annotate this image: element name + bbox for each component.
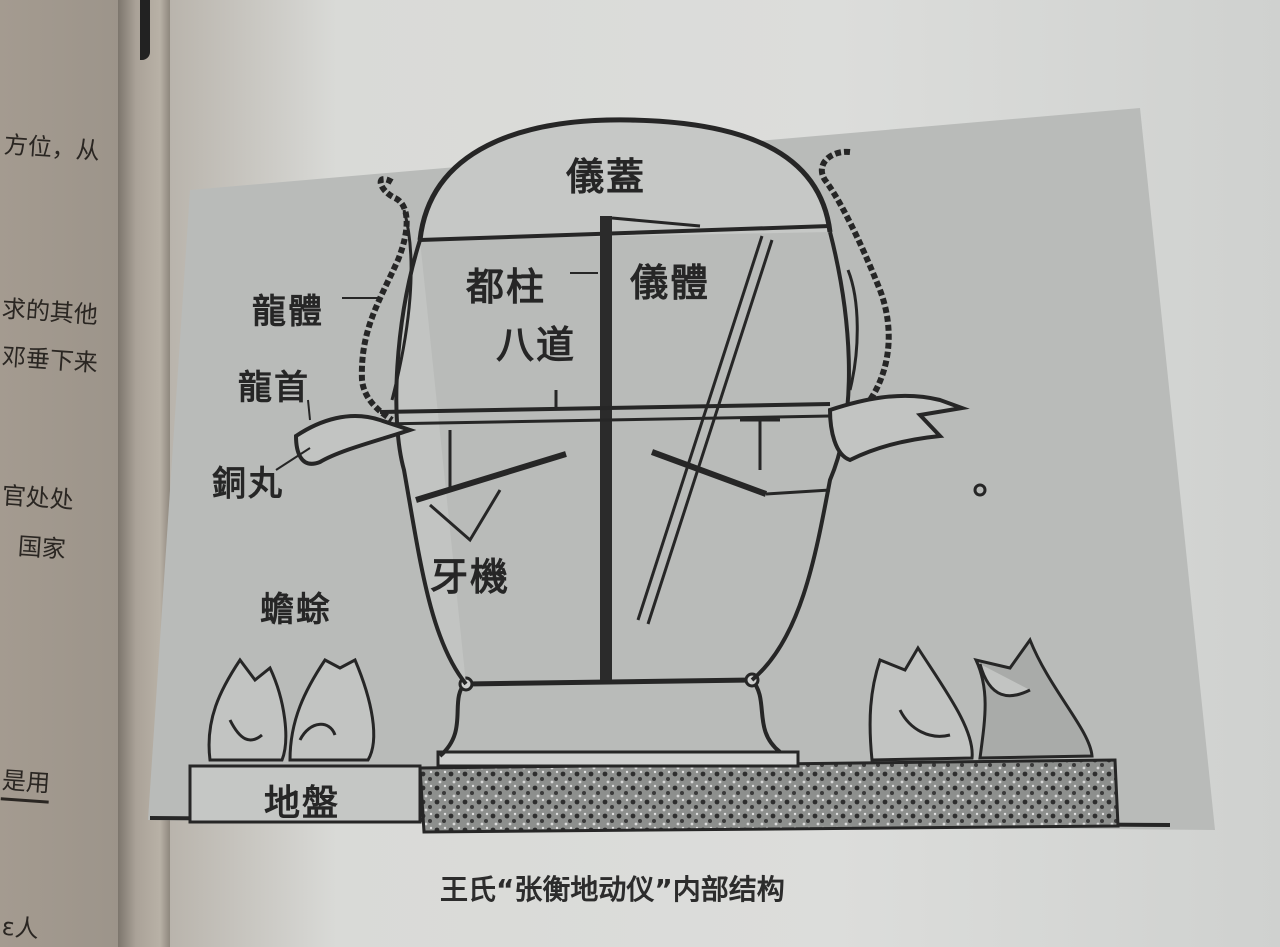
left-dragon-head [293,414,417,466]
label-tong-wan: 銅丸 [212,464,284,504]
vessel-right-wall [750,231,851,682]
label-ya-ji: 牙機 [430,554,511,599]
toad-left-2 [288,657,376,762]
label-chan-chu: 蟾蜍 [260,590,332,630]
gutter-shadow [140,0,150,60]
left-facing-page: 方位，从 求的其他 邓垂下来 官处处 国家 是用 ɛ人 [0,0,178,947]
label-di-pan: 地盤 [264,782,341,824]
label-yi-ti: 儀體 [630,260,711,305]
bronze-ball [973,483,987,497]
right-dragon-body [818,148,892,402]
toad-left-1 [207,657,288,762]
central-pillar [600,216,612,680]
figure-caption: 王氏“张衡地动仪”内部结构 [440,873,785,906]
label-long-shou: 龍首 [238,368,310,408]
label-ba-dao: 八道 [496,322,577,367]
base-granite [418,758,1120,834]
left-lever [415,451,567,503]
base-plate-left [188,764,422,824]
vessel-left-wall [394,239,468,686]
toad-right-1 [868,645,974,762]
label-yi-gai: 儀蓋 [566,154,647,199]
lid-line [419,224,831,242]
track-plate [379,402,831,414]
left-dragon-body [358,176,410,423]
right-dragon-head [827,393,970,463]
right-lever [650,449,768,497]
lid-dome [417,117,833,241]
toad-right-2 [973,636,1094,760]
vessel-bottom [465,677,753,687]
pedestal-plate [436,750,800,768]
label-du-zhu: 都柱 [466,264,547,309]
label-long-ti: 龍體 [252,292,324,332]
tilted-rod [636,235,764,621]
